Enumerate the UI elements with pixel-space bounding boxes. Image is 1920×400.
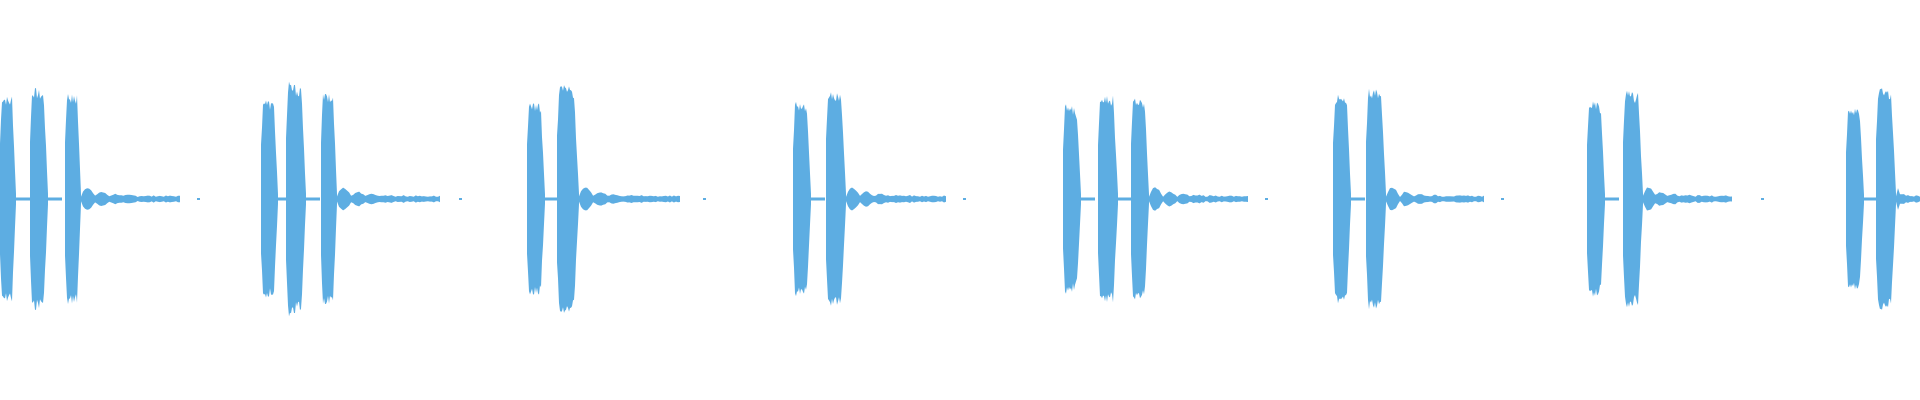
waveform-connector — [1864, 197, 1878, 201]
waveform-connector — [1118, 197, 1132, 201]
waveform-tail — [1386, 187, 1484, 211]
waveform-burst — [1876, 88, 1896, 310]
waveform-burst — [557, 85, 579, 313]
waveform-burst — [1587, 101, 1605, 297]
waveform-tail — [81, 188, 180, 210]
waveform-burst — [0, 96, 16, 302]
waveform-burst — [65, 94, 81, 304]
waveform-burst — [793, 101, 811, 297]
audio-clip-6 — [1333, 88, 1504, 310]
waveform-dot — [1265, 198, 1268, 200]
waveform-burst — [826, 92, 846, 306]
waveform-burst — [1098, 95, 1118, 303]
waveform-burst — [30, 88, 48, 310]
waveform-burst — [286, 81, 306, 317]
waveform-dot — [459, 198, 462, 200]
waveform-dot — [1761, 198, 1764, 200]
waveform-connector — [48, 197, 62, 201]
waveform-dot — [963, 198, 966, 200]
audio-clip-1 — [0, 88, 200, 310]
waveform-tail — [579, 187, 680, 211]
waveform-connector — [1081, 197, 1095, 201]
waveform-connector — [1351, 197, 1365, 201]
audio-clip-4 — [793, 92, 966, 306]
waveform-burst — [1623, 90, 1643, 308]
waveform-burst — [1366, 88, 1386, 310]
waveform-tail — [1896, 188, 1920, 210]
waveform-burst — [1063, 104, 1081, 294]
waveform-connector — [278, 197, 292, 201]
audio-clip-5 — [1063, 95, 1268, 303]
waveform-tail — [337, 187, 440, 211]
audio-clip-8 — [1846, 88, 1920, 310]
waveform-burst — [1846, 108, 1864, 290]
waveform-tail — [1149, 187, 1248, 211]
waveform-burst — [1333, 94, 1351, 304]
waveform-connector — [16, 197, 30, 201]
waveform-burst — [527, 103, 545, 295]
waveform-tail — [846, 187, 946, 211]
waveform-burst — [321, 94, 337, 304]
waveform-dot — [1501, 198, 1504, 200]
waveform-burst — [261, 100, 278, 298]
waveform-connector — [545, 197, 559, 201]
waveform-connector — [811, 197, 825, 201]
waveform-connector — [306, 197, 320, 201]
waveform-burst — [1131, 98, 1149, 300]
waveform-connector — [1605, 197, 1619, 201]
audio-clip-7 — [1587, 90, 1764, 308]
audio-clip-3 — [527, 85, 706, 313]
waveform-tail — [1643, 187, 1732, 211]
audio-clip-2 — [261, 81, 462, 317]
waveform-dot — [703, 198, 706, 200]
waveform-dot — [197, 198, 200, 200]
